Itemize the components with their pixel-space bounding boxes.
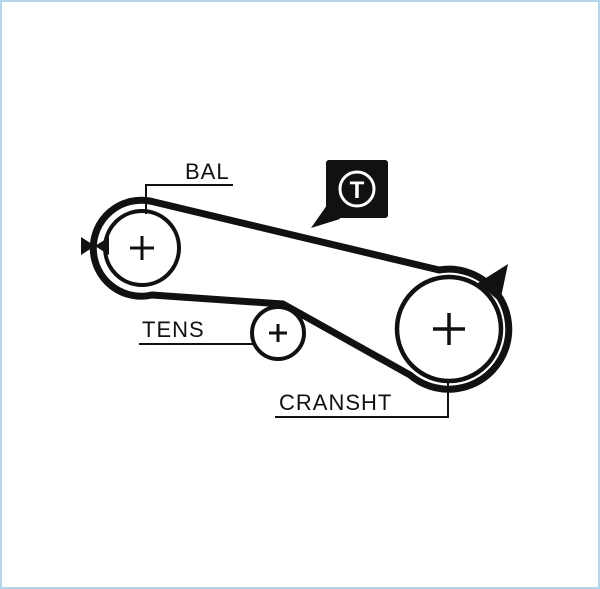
t-marker-badge: T [311,160,388,228]
tensioner-cross-icon [269,324,287,342]
badge-ring-icon [338,170,376,208]
cransht-label: CRANSHT [279,390,392,415]
arrow-right-icon [81,237,95,255]
cransht-leader-line [275,382,449,418]
direction-arrow-icon [478,264,508,302]
bal-leader-line [145,184,233,214]
badge-box [326,160,388,218]
bal-label: BAL [185,159,230,184]
arrow-left-icon [95,237,109,255]
crankshaft-cross-icon [433,313,465,345]
balance-shaft-cross-icon [130,236,154,260]
tens-label: TENS [142,317,205,342]
alignment-arrows-icon [81,237,109,255]
badge-letter: T [350,177,365,204]
